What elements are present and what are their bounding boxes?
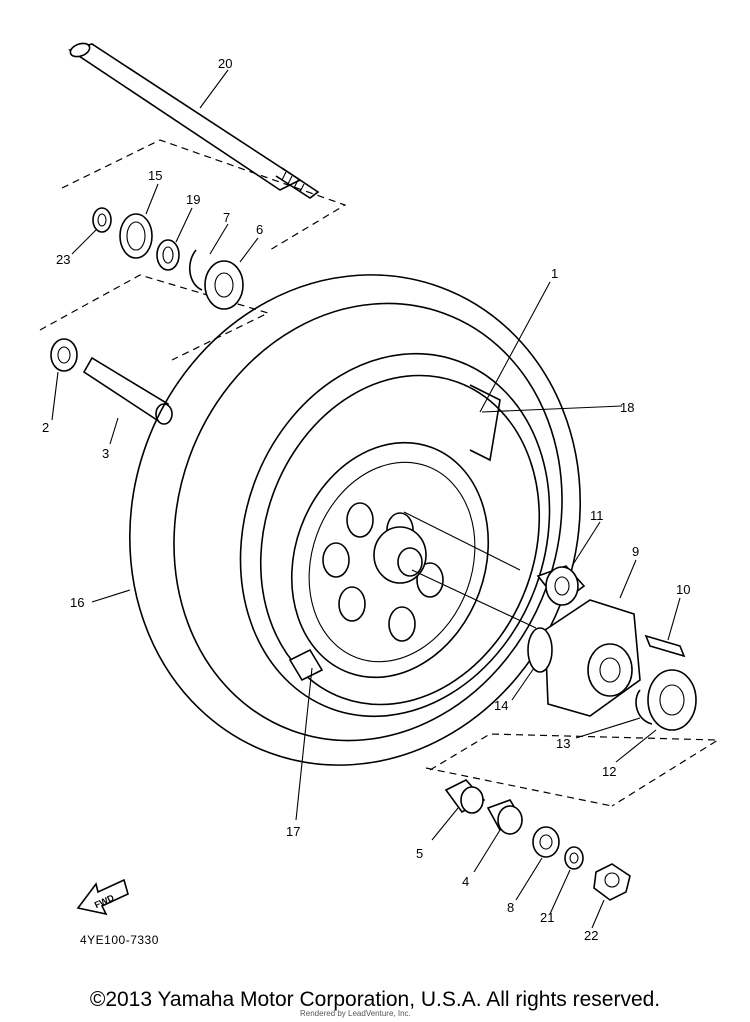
rendered-by-watermark: Rendered by LeadVenture, Inc.: [300, 1009, 411, 1018]
washer-21-part: [564, 846, 584, 870]
bearing-6-part: [204, 260, 244, 310]
callout-23: 23: [56, 252, 70, 267]
speedo-drive-18-part: [469, 384, 501, 462]
callout-10: 10: [676, 582, 690, 597]
callout-1: 1: [551, 266, 558, 281]
callout-16: 16: [70, 595, 84, 610]
callout-7: 7: [223, 210, 230, 225]
callout-5: 5: [416, 846, 423, 861]
callout-4: 4: [462, 874, 469, 889]
callout-2: 2: [42, 420, 49, 435]
callout-20: 20: [218, 56, 232, 71]
callout-9: 9: [632, 544, 639, 559]
callout-21: 21: [540, 910, 554, 925]
right-side-parts: [425, 565, 721, 807]
leader-lines: [51, 69, 681, 929]
callout-17: 17: [286, 824, 300, 839]
oil-seal-14-part: [527, 627, 553, 673]
callout-8: 8: [507, 900, 514, 915]
axle-part: [68, 42, 320, 199]
spacer-3-part: [82, 356, 170, 424]
hub: [290, 441, 490, 679]
callout-13: 13: [556, 736, 570, 751]
lower-small-parts: [444, 779, 631, 901]
callout-6: 6: [256, 222, 263, 237]
callout-12: 12: [602, 764, 616, 779]
callout-22: 22: [584, 928, 598, 943]
rim-outer: [239, 352, 551, 718]
callout-11: 11: [590, 508, 604, 523]
nut-22-part: [593, 863, 631, 901]
copyright-notice: ©2013 Yamaha Motor Corporation, U.S.A. A…: [89, 988, 661, 1011]
forward-direction-arrow: FWD: [76, 878, 129, 916]
collar-19-part: [156, 239, 180, 271]
callouts: 1 2 3 4 5 6 7 8 9 10 11 12 13 14 15 16 1…: [42, 56, 690, 943]
reference-code: 4YE100-7330: [80, 933, 159, 947]
upper-small-parts: [50, 207, 244, 425]
oil-seal-15-part: [119, 213, 153, 259]
callout-18: 18: [620, 400, 634, 415]
bolt-10-part: [644, 634, 686, 658]
valve-17-part: [288, 648, 324, 682]
callout-19: 19: [186, 192, 200, 207]
bearing-8-part: [532, 826, 560, 858]
callout-3: 3: [102, 446, 109, 461]
circlip-7-part: [189, 249, 203, 291]
callout-15: 15: [148, 168, 162, 183]
upper-bearing-group-box: [39, 139, 347, 361]
gear-unit-12-part: [647, 669, 697, 731]
callout-14: 14: [494, 698, 508, 713]
washer-23-part: [92, 207, 112, 233]
spacer-2-part: [50, 338, 78, 372]
clip-13-part: [635, 689, 653, 725]
